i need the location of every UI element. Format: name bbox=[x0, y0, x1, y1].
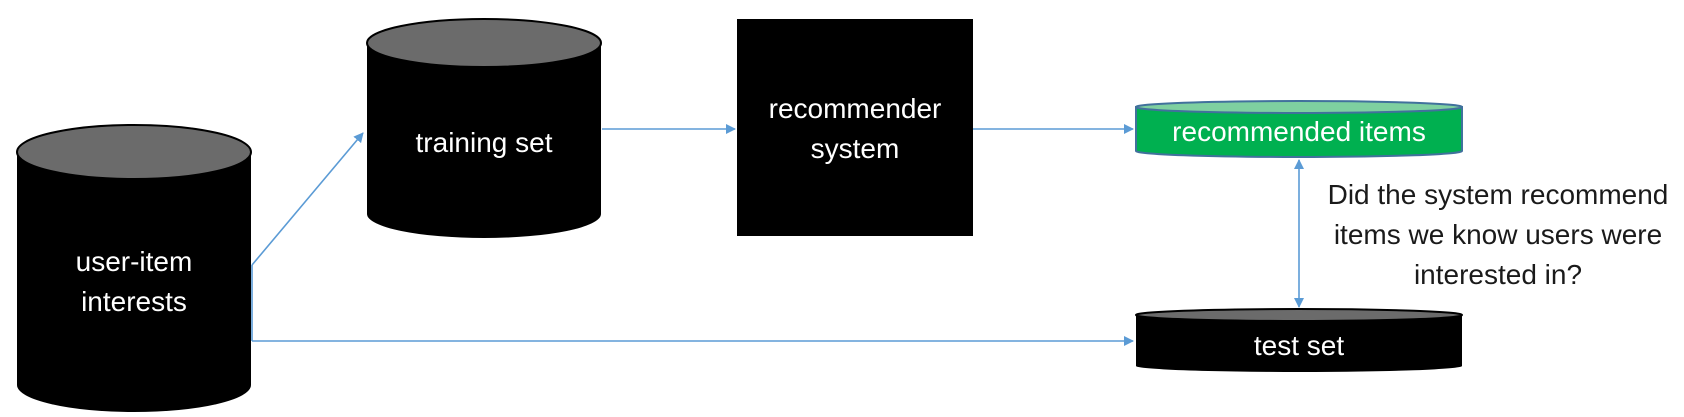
user-item-interests-label-line2: interests bbox=[81, 286, 187, 317]
training-set-label: training set bbox=[416, 127, 553, 158]
user-item-interests-cylinder: user-item interests bbox=[16, 124, 252, 412]
evaluation-question-line2: items we know users were bbox=[1334, 219, 1662, 250]
recommended-items-label: recommended items bbox=[1172, 116, 1426, 147]
evaluation-question-line1: Did the system recommend bbox=[1328, 179, 1669, 210]
recommender-system-label-line2: system bbox=[811, 133, 900, 164]
recommender-system-label-line1: recommender bbox=[769, 93, 942, 124]
user-item-interests-label-line1: user-item bbox=[76, 246, 193, 277]
recommended-items-disk: recommended items bbox=[1135, 100, 1463, 158]
arrow-userinterests-to-training bbox=[251, 132, 364, 266]
connectors bbox=[251, 124, 1304, 346]
test-set-label: test set bbox=[1254, 330, 1344, 361]
evaluation-question-line3: interested in? bbox=[1414, 259, 1582, 290]
evaluation-question: Did the system recommend items we know u… bbox=[1328, 179, 1669, 290]
test-set-disk: test set bbox=[1135, 308, 1463, 372]
recommender-system-box: recommender system bbox=[737, 19, 973, 236]
training-set-cylinder: training set bbox=[366, 18, 602, 238]
